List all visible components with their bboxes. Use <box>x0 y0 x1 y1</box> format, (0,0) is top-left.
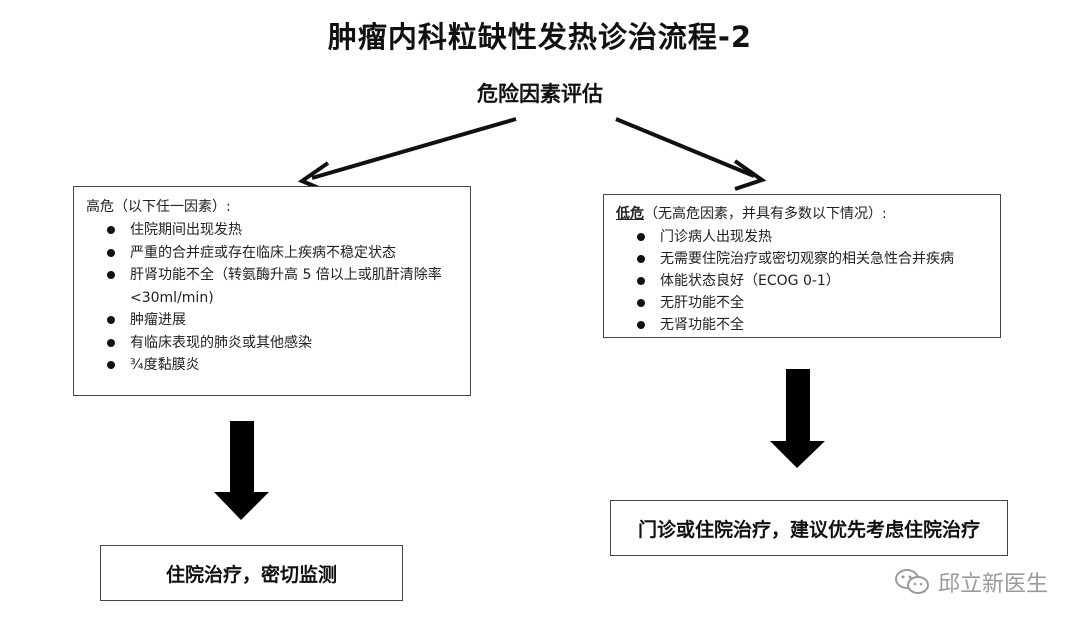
list-item-text: 无肾功能不全 <box>660 317 744 333</box>
wechat-icon <box>894 569 929 594</box>
diagram-title: 肿瘤内科粒缺性发热诊治流程-2 <box>327 20 753 54</box>
arrow-to-low-risk <box>615 117 767 191</box>
low-risk-label: 低危 <box>616 206 644 222</box>
bullet-icon <box>637 255 645 263</box>
list-item: 肿瘤进展 <box>86 309 458 332</box>
low-risk-condition: （无高危因素，并具有多数以下情况）: <box>644 206 887 222</box>
high-risk-box: 高危（以下任一因素）: 住院期间出现发热 严重的合并症或存在临床上疾病不稳定状态… <box>73 186 471 396</box>
bullet-icon <box>637 233 645 241</box>
bullet-icon <box>637 299 645 307</box>
bullet-icon <box>107 316 115 324</box>
list-item-text: 门诊病人出现发热 <box>660 229 772 245</box>
bullet-icon <box>107 271 115 279</box>
list-item: ¾度黏膜炎 <box>86 354 458 377</box>
bullet-icon <box>107 248 115 257</box>
arrow-low-risk-to-outcome <box>770 369 825 468</box>
bullet-icon <box>107 338 115 347</box>
list-item: 有临床表现的肺炎或其他感染 <box>86 332 458 355</box>
bullet-icon <box>637 277 645 285</box>
high-risk-heading: 高危（以下任一因素）: <box>86 199 231 215</box>
low-risk-list: 门诊病人出现发热 无需要住院治疗或密切观察的相关急性合并疾病 体能状态良好（EC… <box>616 226 988 336</box>
list-item-text: 有临床表现的肺炎或其他感染 <box>130 334 312 351</box>
bullet-icon <box>637 321 645 329</box>
risk-assessment-heading: 危险因素评估 <box>477 82 603 106</box>
bullet-icon <box>107 226 115 234</box>
arrow-to-high-risk <box>297 117 517 193</box>
low-risk-heading: 低危（无高危因素，并具有多数以下情况）: <box>616 204 988 224</box>
list-item: 门诊病人出现发热 <box>616 226 988 248</box>
list-item: 无肾功能不全 <box>616 314 988 336</box>
watermark: 邱立新医生 <box>894 566 1048 598</box>
list-item-text: 肝肾功能不全（转氨酶升高 5 倍以上或肌酐清除率 <box>130 267 442 283</box>
list-item: 无需要住院治疗或密切观察的相关急性合并疾病 <box>616 248 988 270</box>
arrow-high-risk-to-outcome <box>214 421 269 520</box>
bullet-icon <box>107 361 115 369</box>
list-item-text: 体能状态良好（ECOG 0-1） <box>660 273 840 289</box>
list-item: 体能状态良好（ECOG 0-1） <box>616 270 988 292</box>
low-risk-outcome: 门诊或住院治疗，建议优先考虑住院治疗 <box>610 500 1008 556</box>
list-item: 严重的合并症或存在临床上疾病不稳定状态 <box>86 242 458 265</box>
list-item-continuation: <30ml/min) <box>86 287 458 310</box>
list-item-text: 无需要住院治疗或密切观察的相关急性合并疾病 <box>660 251 954 267</box>
list-item: 住院期间出现发热 <box>86 219 458 242</box>
list-item-text: ¾度黏膜炎 <box>130 357 200 373</box>
high-risk-outcome: 住院治疗，密切监测 <box>100 545 403 601</box>
list-item: 无肝功能不全 <box>616 292 988 314</box>
list-item-text: 肿瘤进展 <box>130 312 186 328</box>
list-item-text: 无肝功能不全 <box>660 295 744 311</box>
list-item-text: 住院期间出现发热 <box>130 222 242 238</box>
list-item: 肝肾功能不全（转氨酶升高 5 倍以上或肌酐清除率 <box>86 264 458 287</box>
list-item-text: <30ml/min) <box>130 289 214 306</box>
watermark-text: 邱立新医生 <box>937 572 1048 597</box>
low-risk-box: 低危（无高危因素，并具有多数以下情况）: 门诊病人出现发热 无需要住院治疗或密切… <box>603 194 1001 338</box>
list-item-text: 严重的合并症或存在临床上疾病不稳定状态 <box>130 244 396 261</box>
high-risk-list: 住院期间出现发热 严重的合并症或存在临床上疾病不稳定状态 肝肾功能不全（转氨酶升… <box>86 219 458 377</box>
